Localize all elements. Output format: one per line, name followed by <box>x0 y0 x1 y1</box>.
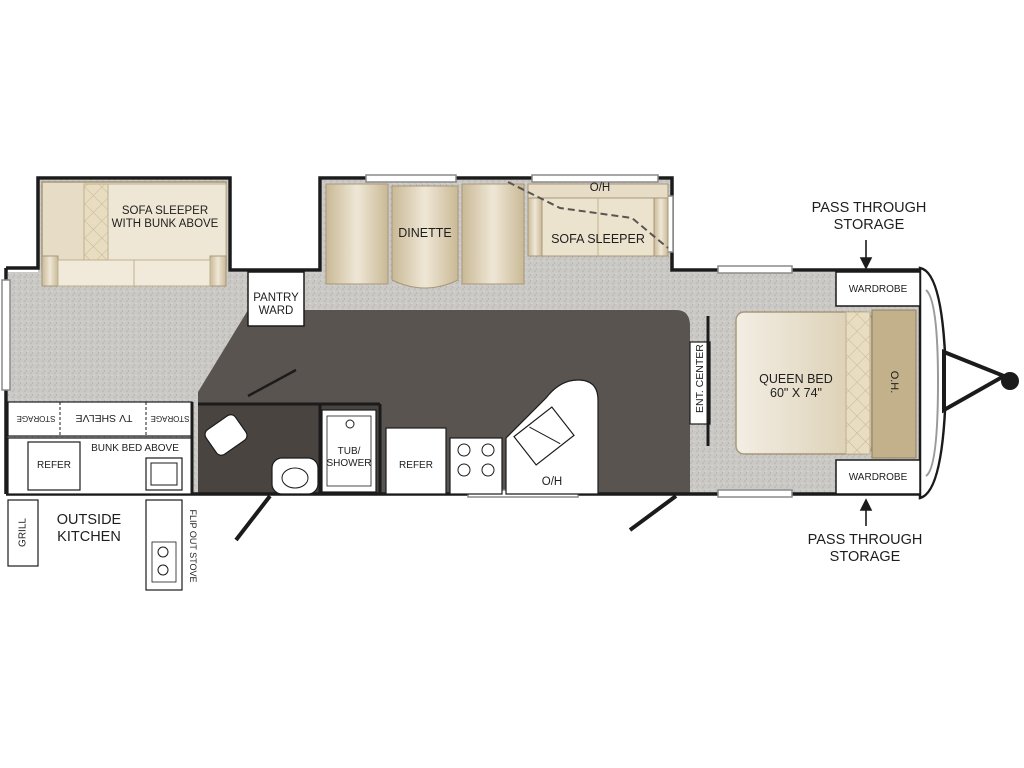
entry-door-left <box>234 494 272 542</box>
bath-door <box>247 368 297 398</box>
label-sofa-sleeper: SOFA SLEEPER <box>551 232 645 246</box>
bunk-room <box>7 401 194 495</box>
kitchen <box>385 379 599 495</box>
window-bed-top <box>717 265 793 274</box>
stove-box <box>449 437 503 495</box>
refer-left-box <box>27 441 81 491</box>
grill-box <box>7 499 39 567</box>
outdoor-burner-1 <box>157 546 169 558</box>
sink-divider <box>529 426 561 445</box>
sofa-seat-right <box>133 259 211 287</box>
tub-shower-box <box>321 409 377 493</box>
label-dinette: DINETTE <box>398 226 452 240</box>
label-oh-kitchen: O/H <box>541 476 563 488</box>
sofa-sleeper-group <box>507 181 669 257</box>
burner-3 <box>457 463 471 477</box>
lav-basin <box>281 467 309 489</box>
label-tv-shelve: TV SHELVE <box>75 412 133 424</box>
bed-headboard <box>871 309 917 459</box>
window-dinette <box>365 174 457 183</box>
outdoor-burner-2 <box>157 564 169 576</box>
pass-through-arrows <box>859 240 873 526</box>
queen-bed-group <box>735 309 917 459</box>
label-ent-center: ENT. CENTER <box>694 344 706 413</box>
tub-drain <box>345 419 355 429</box>
window-bed-bottom <box>717 489 793 498</box>
burner-2 <box>481 443 495 457</box>
label-sofa-sleeper-bunk: SOFA SLEEPER WITH BUNK ABOVE <box>111 205 219 231</box>
hitch-ball <box>1001 372 1019 390</box>
label-storage-left: STORAGE <box>16 414 56 423</box>
label-tub-shower: TUB/ SHOWER <box>326 446 372 469</box>
label-pass-through-bottom: PASS THROUGH STORAGE <box>807 532 923 565</box>
refer-kitchen-box <box>385 427 447 495</box>
label-oh-bed: O.H. <box>888 370 900 394</box>
burner-4 <box>481 463 495 477</box>
window-sofa <box>531 174 659 183</box>
burner-1 <box>457 443 471 457</box>
lav-sink <box>271 457 319 495</box>
bunk-sink-basin <box>150 462 178 486</box>
bed-quilt <box>845 311 871 455</box>
label-bunk-bed-above: BUNK BED ABOVE <box>91 443 179 454</box>
label-outside-kitchen: OUTSIDE KITCHEN <box>56 512 122 545</box>
label-wardrobe-bottom: WARDROBE <box>848 472 908 483</box>
oh-dashed-line <box>507 181 669 249</box>
label-grill: GRILL <box>17 518 29 547</box>
label-refer-left: REFER <box>37 460 71 471</box>
label-wardrobe-top: WARDROBE <box>848 284 908 295</box>
arrow-top-head <box>859 257 873 270</box>
wardrobe-top-box <box>835 271 921 307</box>
dinette-bench-left <box>325 183 389 285</box>
outdoor-burner-frame <box>151 541 177 583</box>
sofa-seat-left <box>57 259 135 287</box>
dinette-group <box>325 183 525 289</box>
entry-door-right <box>628 494 678 532</box>
bath-wall <box>198 402 382 494</box>
ent-center-box <box>689 341 711 425</box>
sofa-arm-right <box>209 255 227 287</box>
label-pantry-ward: PANTRY WARD <box>253 292 299 318</box>
dinette-table <box>391 185 459 289</box>
flip-stove-box <box>145 499 183 591</box>
wardrobe-bottom-box <box>835 459 921 495</box>
tub-inner <box>326 415 372 487</box>
label-flip-out-stove: FLIP OUT STOVE <box>188 509 198 583</box>
label-pass-through-top: PASS THROUGH STORAGE <box>811 200 927 233</box>
dinette-bench-right <box>461 183 525 285</box>
front-cap-inner <box>925 289 940 477</box>
arrow-bottom-head <box>859 498 873 511</box>
sofa-arm-right-2 <box>653 197 669 257</box>
bathroom <box>198 402 382 495</box>
toilet <box>204 414 248 456</box>
sofa-arm-left <box>41 255 59 287</box>
window-left-end <box>1 279 11 391</box>
label-refer-kitchen: REFER <box>399 460 433 471</box>
outside-kitchen <box>7 499 183 591</box>
hitch <box>942 349 1009 414</box>
sofa-arm-left-2 <box>527 197 543 257</box>
label-oh-top: O/H <box>589 182 611 194</box>
pantry-ward-box <box>247 271 305 327</box>
kitchen-sink <box>513 406 575 466</box>
label-storage-right: STORAGE <box>150 414 190 423</box>
sofa-sleeper-bunk <box>41 181 227 287</box>
label-queen-bed: QUEEN BED 60" X 74" <box>759 372 833 401</box>
